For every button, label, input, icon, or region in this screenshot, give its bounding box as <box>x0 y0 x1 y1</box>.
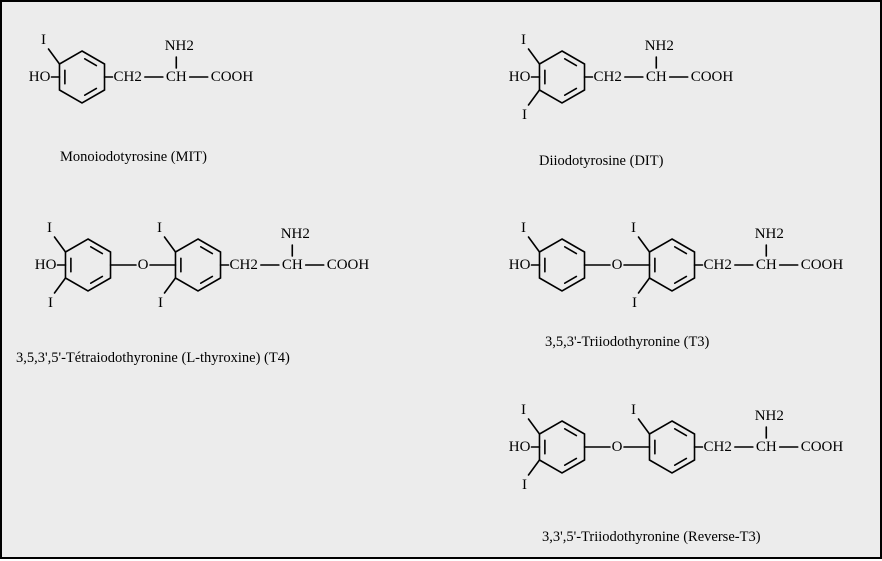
ch2-label: CH2 <box>704 257 732 273</box>
iodine-bond <box>163 236 177 253</box>
iodine-bond <box>47 48 61 65</box>
iodine-bond <box>637 277 651 294</box>
benzene-ring <box>538 420 586 474</box>
benzene-ring <box>58 50 106 104</box>
iodine-label: I <box>521 220 526 236</box>
double-bond <box>673 246 688 255</box>
iodine-bond <box>163 277 177 294</box>
iodine-bond <box>527 48 541 65</box>
iodine-bond <box>527 236 541 253</box>
iodine-bond <box>637 418 651 435</box>
iodine-label: I <box>522 477 527 493</box>
iodine-label: I <box>157 220 162 236</box>
double-bond <box>83 58 98 67</box>
iodine-label: I <box>521 32 526 48</box>
ether-oxygen-label: O <box>612 257 623 273</box>
hydroxyl-label: HO <box>29 69 51 85</box>
iodine-label: I <box>631 402 636 418</box>
iodine-bond <box>53 277 67 294</box>
ch-label: CH <box>166 69 187 85</box>
hydroxyl-label: HO <box>509 439 531 455</box>
benzene-ring <box>64 238 112 292</box>
amine-label: NH2 <box>645 38 674 54</box>
double-bond <box>563 457 578 466</box>
ch2-label: CH2 <box>230 257 258 273</box>
double-bond <box>563 428 578 437</box>
ch-label: CH <box>756 257 777 273</box>
double-bond <box>563 87 578 96</box>
double-bond <box>199 246 214 255</box>
double-bond <box>89 246 104 255</box>
iodine-label: I <box>522 107 527 123</box>
double-bond <box>563 275 578 284</box>
double-bond <box>563 246 578 255</box>
ch-label: CH <box>282 257 303 273</box>
molecule-caption: 3,3',5'-Triiodothyronine (Reverse-T3) <box>542 529 761 545</box>
molecule-caption: Monoiodotyrosine (MIT) <box>60 149 207 165</box>
iodine-label: I <box>48 295 53 311</box>
amine-label: NH2 <box>755 408 784 424</box>
molecule-caption: Diiodotyrosine (DIT) <box>539 153 664 169</box>
iodine-bond <box>527 89 541 106</box>
benzene-ring <box>174 238 222 292</box>
ch-label: CH <box>756 439 777 455</box>
ring-outline <box>648 238 696 292</box>
ring-outline <box>58 50 106 104</box>
iodine-bond <box>637 236 651 253</box>
benzene-ring <box>648 420 696 474</box>
ch2-label: CH2 <box>114 69 142 85</box>
iodine-bond <box>53 236 67 253</box>
ether-oxygen-label: O <box>612 439 623 455</box>
carboxyl-label: COOH <box>327 257 370 273</box>
amine-label: NH2 <box>755 226 784 242</box>
iodine-label: I <box>521 402 526 418</box>
double-bond <box>199 275 214 284</box>
carboxyl-label: COOH <box>801 439 844 455</box>
benzene-ring <box>648 238 696 292</box>
double-bond <box>673 275 688 284</box>
ch2-label: CH2 <box>594 69 622 85</box>
double-bond <box>563 58 578 67</box>
iodine-label: I <box>47 220 52 236</box>
iodine-label: I <box>631 220 636 236</box>
iodine-label: I <box>158 295 163 311</box>
double-bond <box>89 275 104 284</box>
ch2-label: CH2 <box>704 439 732 455</box>
iodine-label: I <box>41 32 46 48</box>
molecule-caption: 3,5,3',5'-Tétraiodothyronine (L-thyroxin… <box>16 350 290 366</box>
hydroxyl-label: HO <box>509 257 531 273</box>
amine-label: NH2 <box>165 38 194 54</box>
ring-outline <box>538 50 586 104</box>
ring-outline <box>174 238 222 292</box>
benzene-ring <box>538 238 586 292</box>
double-bond <box>673 428 688 437</box>
amine-label: NH2 <box>281 226 310 242</box>
double-bond <box>83 87 98 96</box>
carboxyl-label: COOH <box>801 257 844 273</box>
ring-outline <box>538 238 586 292</box>
hydroxyl-label: HO <box>509 69 531 85</box>
benzene-ring <box>538 50 586 104</box>
carboxyl-label: COOH <box>211 69 254 85</box>
carboxyl-label: COOH <box>691 69 734 85</box>
ring-outline <box>64 238 112 292</box>
ring-outline <box>648 420 696 474</box>
iodine-label: I <box>632 295 637 311</box>
hydroxyl-label: HO <box>35 257 57 273</box>
molecule-caption: 3,5,3'-Triiodothyronine (T3) <box>545 334 710 350</box>
iodine-bond <box>527 459 541 476</box>
ch-label: CH <box>646 69 667 85</box>
double-bond <box>673 457 688 466</box>
iodine-bond <box>527 418 541 435</box>
ether-oxygen-label: O <box>138 257 149 273</box>
ring-outline <box>538 420 586 474</box>
